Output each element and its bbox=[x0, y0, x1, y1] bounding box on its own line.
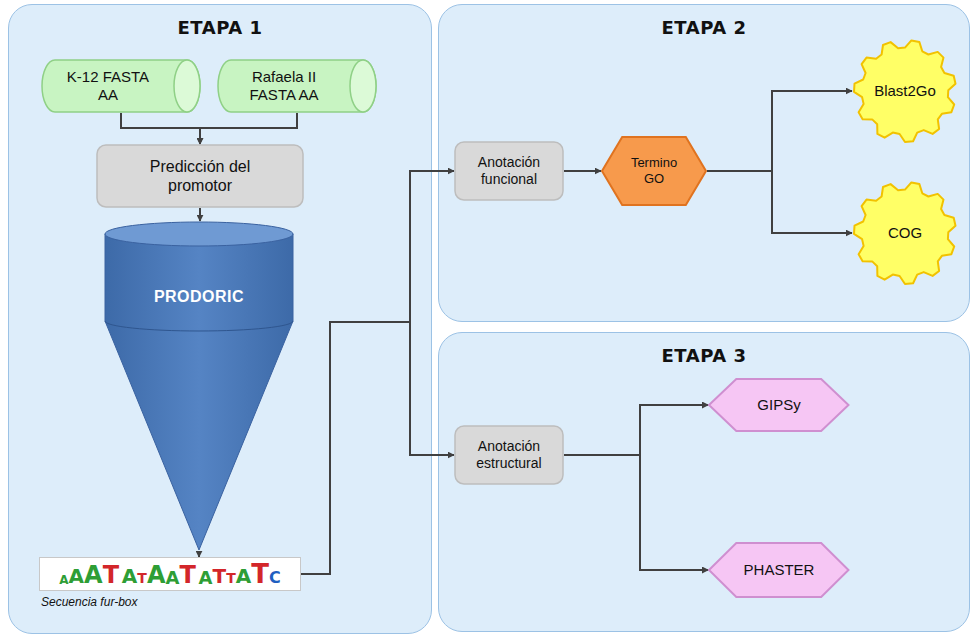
flow-arrow bbox=[707, 91, 852, 171]
logo-letter: T bbox=[226, 573, 236, 585]
flow-arrow bbox=[198, 551, 200, 557]
node-label: GIPSy bbox=[737, 396, 821, 414]
logo-letter: A bbox=[236, 568, 251, 585]
sequence-logo-letters: AAAT ATAAT ATTATC bbox=[59, 563, 280, 585]
logo-letter: A bbox=[199, 570, 213, 585]
flow-arrow bbox=[121, 113, 200, 144]
logo-letter: A bbox=[122, 568, 137, 585]
logo-letter bbox=[119, 578, 122, 585]
go-term-hexagon: Termino GO bbox=[601, 136, 707, 206]
logo-letter: T bbox=[137, 573, 147, 585]
tool-hexagon: GIPSy bbox=[708, 378, 849, 432]
sequence-logo: AAAT ATAAT ATTATCSecuencia fur-box bbox=[39, 557, 301, 591]
logo-letter: A bbox=[147, 565, 166, 585]
stage-panel: ETAPA 2 Anotación funcional Termino GO Blas… bbox=[438, 4, 970, 322]
stage-heading: ETAPA 1 bbox=[9, 17, 431, 38]
figure-caption: Secuencia fur-box bbox=[41, 595, 138, 609]
flow-arrow bbox=[301, 171, 454, 574]
process-box: Predicción del promotor bbox=[96, 144, 304, 208]
logo-letter bbox=[196, 578, 199, 585]
logo-letter: T bbox=[103, 565, 119, 585]
logo-letter: T bbox=[179, 565, 195, 585]
flow-arrow bbox=[301, 322, 454, 574]
stage-panel: ETAPA 1 K-12 FASTA AA Rafaela II FASTA AA P… bbox=[8, 4, 432, 634]
node-label: COG bbox=[865, 224, 945, 242]
node-label: PHASTER bbox=[737, 561, 821, 579]
logo-letter: A bbox=[59, 575, 68, 585]
logo-letter: T bbox=[213, 568, 227, 585]
node-label: K-12 FASTA AA bbox=[66, 68, 150, 104]
stage-heading: ETAPA 2 bbox=[439, 17, 969, 38]
logo-letter: T bbox=[251, 563, 269, 585]
tool-gear: Blast2Go bbox=[852, 38, 958, 144]
flow-arrow bbox=[199, 208, 201, 221]
process-box: Anotación estructural bbox=[454, 425, 564, 485]
flow-arrow bbox=[564, 170, 601, 172]
database-cylinder: K-12 FASTA AA bbox=[41, 59, 201, 113]
logo-letter: C bbox=[269, 571, 281, 585]
logo-letter: A bbox=[69, 568, 84, 585]
node-label: Anotación funcional bbox=[463, 154, 555, 188]
stage-heading: ETAPA 3 bbox=[439, 345, 969, 366]
flow-arrow bbox=[564, 405, 708, 455]
logo-letter: A bbox=[84, 565, 103, 585]
flow-arrow bbox=[707, 171, 852, 233]
process-box-outline bbox=[96, 144, 304, 208]
node-label: Anotación estructural bbox=[463, 438, 555, 472]
database-cylinder: Rafaela II FASTA AA bbox=[217, 59, 377, 113]
logo-letter: A bbox=[165, 570, 179, 585]
flow-arrow bbox=[200, 113, 297, 144]
node-label: Termino GO bbox=[623, 155, 685, 186]
node-label: PRODORIC bbox=[139, 287, 259, 306]
database-funnel-outline bbox=[104, 221, 294, 551]
tool-hexagon: PHASTER bbox=[708, 542, 849, 598]
node-label: Predicción del promotor bbox=[120, 157, 280, 195]
tool-gear: COG bbox=[852, 180, 958, 286]
node-label: Blast2Go bbox=[865, 82, 945, 100]
node-label: Rafaela II FASTA AA bbox=[242, 68, 326, 104]
stage-panel: ETAPA 3 Anotación estructural GIPSyPHASTER bbox=[438, 332, 970, 632]
process-box: Anotación funcional bbox=[454, 141, 564, 201]
database-cylinder-outline bbox=[41, 59, 201, 113]
flow-arrow bbox=[564, 455, 708, 570]
database-funnel: PRODORIC bbox=[104, 221, 294, 551]
